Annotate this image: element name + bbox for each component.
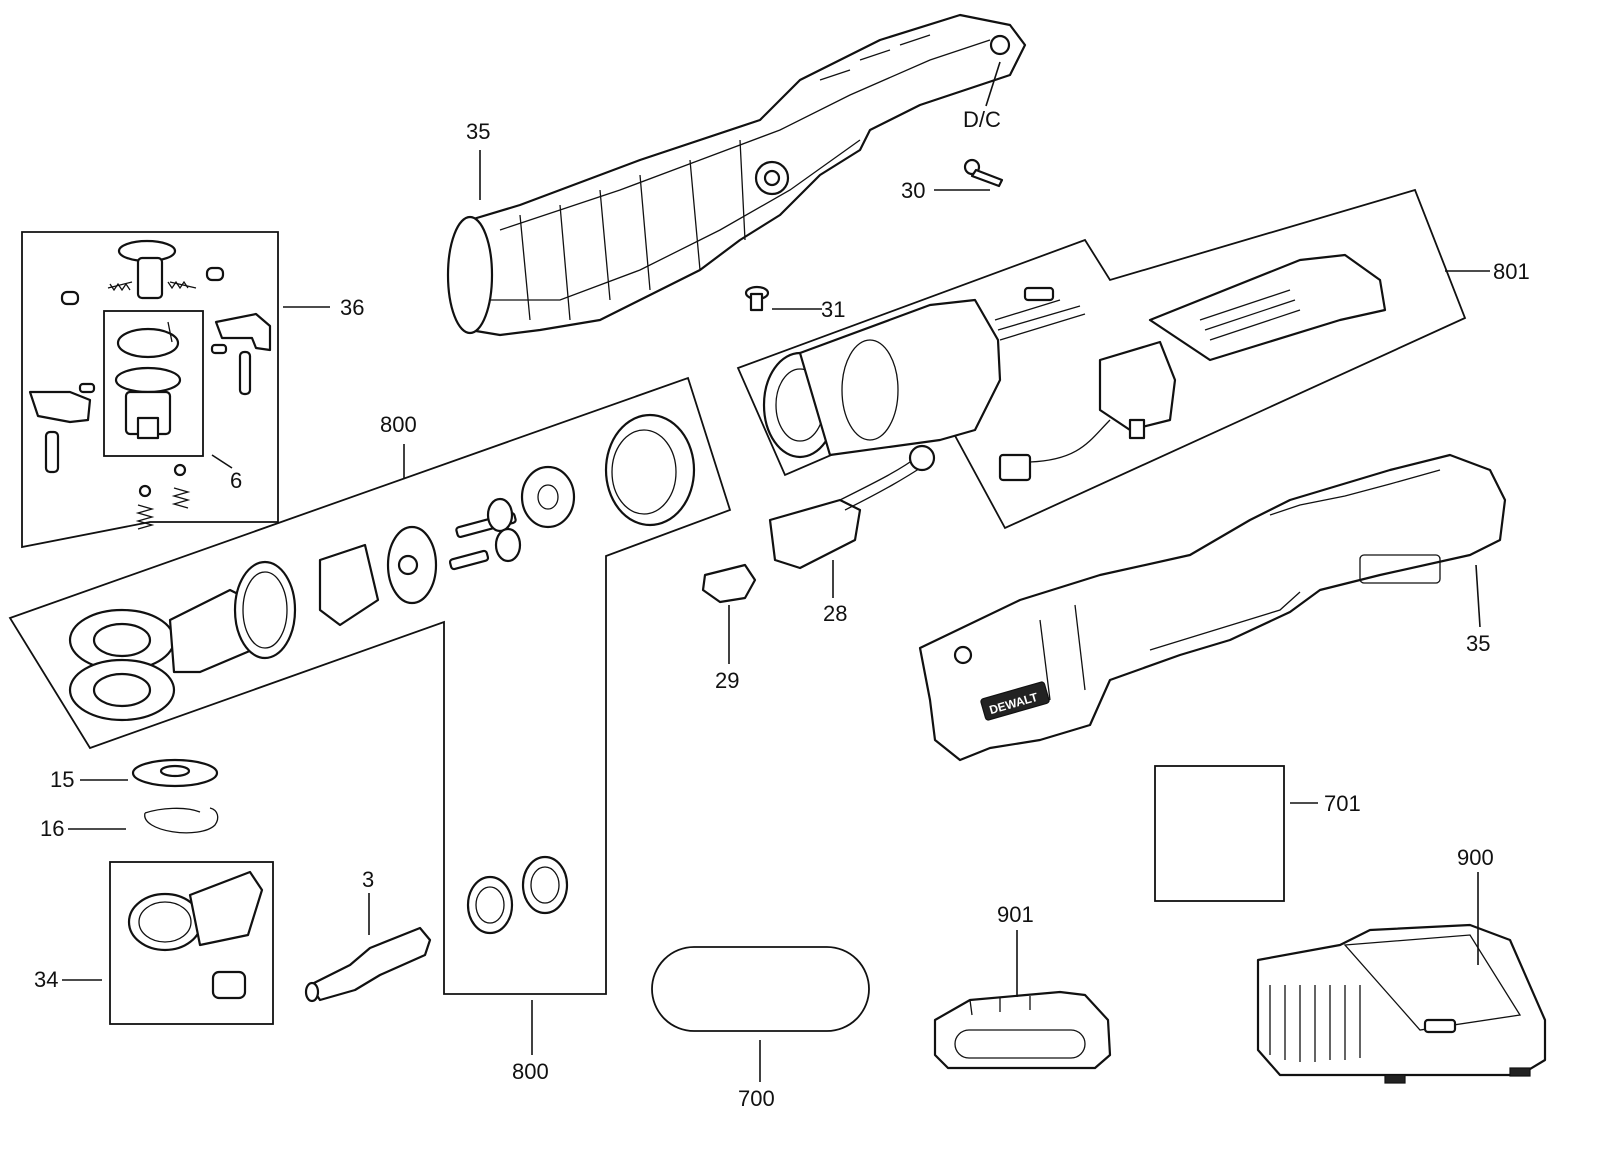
washer-and-ring (131, 758, 219, 834)
callout-dc: D/C (963, 107, 1001, 132)
leader-lines (62, 61, 1490, 1082)
callout-29: 29 (715, 668, 739, 693)
callout-35-top: 35 (466, 119, 490, 144)
housing-half-right: DEWALT (918, 453, 1507, 762)
callout-15: 15 (50, 767, 74, 792)
callout-901: 901 (997, 902, 1034, 927)
callout-800-bottom: 800 (512, 1059, 549, 1084)
battery-charger (1256, 923, 1547, 1084)
ratchet-head-kit-box (21, 231, 279, 549)
callout-800-top: 800 (380, 412, 417, 437)
callout-36: 36 (340, 295, 364, 320)
callout-6: 6 (230, 468, 242, 493)
callout-701: 701 (1324, 791, 1361, 816)
screws (744, 158, 1004, 312)
callout-35-right: 35 (1466, 631, 1490, 656)
callout-28: 28 (823, 601, 847, 626)
callout-labels: 35 D/C 30 31 801 36 6 800 28 29 35 15 16… (34, 107, 1530, 1111)
callout-16: 16 (40, 816, 64, 841)
callout-700: 700 (738, 1086, 775, 1111)
switch-parts (701, 444, 936, 604)
callout-900: 900 (1457, 845, 1494, 870)
callout-801: 801 (1493, 259, 1530, 284)
housing-half-top (446, 13, 1027, 337)
callout-30: 30 (901, 178, 925, 203)
callout-3: 3 (362, 867, 374, 892)
head-assembly-box (8, 376, 732, 995)
callout-31: 31 (821, 297, 845, 322)
anvil-shaft (304, 926, 432, 1003)
battery-pack (933, 990, 1112, 1070)
callout-34: 34 (34, 967, 58, 992)
label-and-manual (651, 765, 1285, 1032)
ratchet-ring-box (109, 861, 274, 1025)
motor-and-switch-box (736, 188, 1467, 530)
